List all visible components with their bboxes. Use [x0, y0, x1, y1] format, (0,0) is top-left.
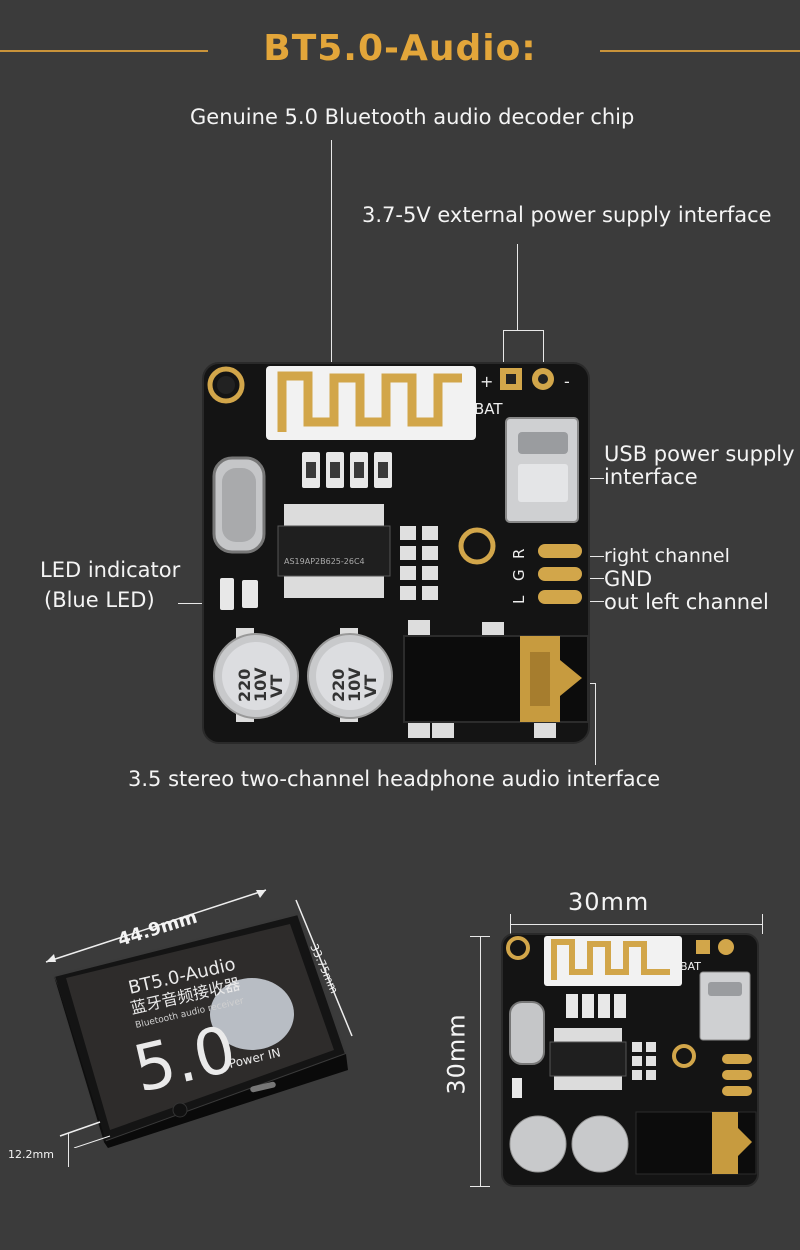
audio-pads — [538, 544, 582, 604]
leader-left-channel — [580, 601, 604, 602]
title-line-left — [0, 50, 208, 52]
callout-power: 3.7-5V external power supply interface — [362, 203, 772, 227]
leader-power-right — [543, 330, 544, 368]
leader-power-horizontal — [503, 330, 543, 331]
callout-usb-line1: USB power supply — [604, 442, 795, 466]
small-board-width-tick-left — [510, 914, 511, 934]
leader-chip — [331, 140, 332, 480]
case-enclosure: BT5.0-Audio 蓝牙音频接收器 Bluetooth audio rece… — [45, 889, 353, 1148]
power-in-led-window — [210, 978, 294, 1050]
small-bat-label: BAT — [680, 960, 701, 973]
leader-right-channel — [580, 556, 604, 557]
leader-case-height — [68, 1133, 69, 1167]
main-chip — [277, 525, 391, 577]
small-board-height-tick-top — [470, 936, 490, 937]
via-hole — [458, 527, 496, 565]
small-board-dim-width: 30mm — [568, 888, 650, 916]
callout-headphone: 3.5 stereo two-channel headphone audio i… — [128, 767, 661, 791]
title-line-right — [600, 50, 800, 52]
chip-marking: AS19AP2B625-26C4 — [284, 557, 365, 566]
callout-usb-line2: interface — [604, 465, 698, 489]
antenna-trace — [277, 371, 462, 432]
small-board-height-line — [480, 936, 481, 1186]
small-board-height-tick-bottom — [470, 1186, 490, 1187]
small-board: BAT — [501, 933, 759, 1187]
callout-left-channel: out left channel — [604, 590, 769, 614]
leader-power-vertical — [517, 244, 518, 330]
callout-right-channel: right channel — [604, 545, 730, 567]
callout-led-line2: (Blue LED) — [44, 588, 155, 612]
svg-text:22010VVT: 22010VVT — [329, 667, 380, 702]
small-board-dim-height: 30mm — [442, 1013, 471, 1095]
bat-plus: + — [480, 372, 493, 391]
pin-label-r: R — [510, 549, 528, 559]
leader-power-left — [503, 330, 504, 368]
small-board-width-line — [510, 924, 762, 925]
pin-label-l: L — [510, 595, 528, 604]
led — [220, 578, 234, 610]
page-title: BT5.0-Audio: — [263, 28, 537, 69]
callout-gnd: GND — [604, 567, 653, 591]
case-dim-height: 12.2mm — [8, 1148, 54, 1161]
bat-label: BAT — [474, 400, 503, 418]
main-chip-pins — [284, 504, 384, 598]
small-board-width-tick-right — [762, 914, 763, 934]
capacitor-2: 22010VVT — [307, 628, 393, 722]
main-board: + - BAT AS19AP2B625-26C4 R G L — [202, 362, 590, 744]
mounting-hole — [207, 366, 245, 404]
svg-text:22010VVT: 22010VVT — [235, 667, 286, 702]
component-grid — [400, 526, 438, 600]
callout-chip: Genuine 5.0 Bluetooth audio decoder chip — [190, 105, 635, 129]
pin-label-g: G — [510, 569, 528, 581]
callout-led-line1: LED indicator — [40, 558, 181, 582]
leader-gnd — [580, 578, 604, 579]
bat-minus: - — [564, 372, 570, 391]
capacitor-1: 22010VVT — [213, 628, 299, 722]
leader-headphone-v — [595, 683, 596, 765]
